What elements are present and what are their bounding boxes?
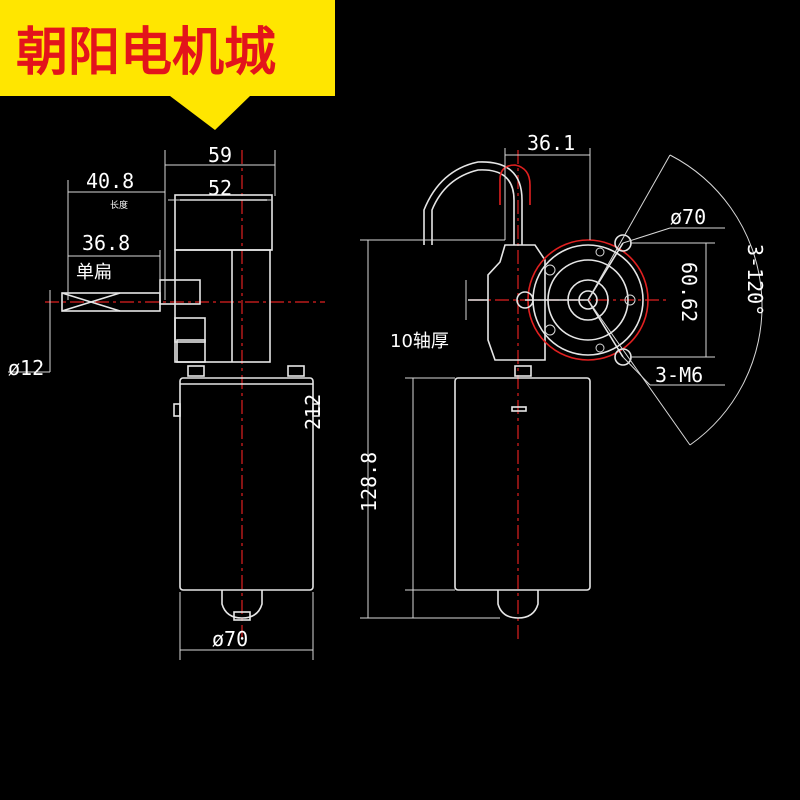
- side-view: 59 52 40.8 长度 36.8 单扁 ø12 ø70: [8, 143, 325, 660]
- brand-banner: 朝阳电机城: [0, 0, 335, 130]
- front-dim-60-62: 60.62: [677, 262, 701, 322]
- shaft-thickness-label: 10轴厚: [390, 331, 449, 352]
- side-dim-59: 59: [208, 143, 232, 167]
- brand-title: 朝阳电机城: [16, 23, 276, 83]
- front-dim-36-1: 36.1: [527, 131, 575, 155]
- front-view: 36.1 3-120° ø70 60.62 3-M6 10轴厚 212 128.…: [301, 131, 767, 640]
- single-flat-label: 单扁: [76, 262, 112, 283]
- front-dim-212: 212: [301, 394, 325, 430]
- side-dim-phi70: ø70: [212, 627, 248, 651]
- front-dim-128-8: 128.8: [357, 452, 381, 512]
- front-dim-phi70: ø70: [670, 205, 706, 229]
- side-dim-52: 52: [208, 176, 232, 200]
- length-label: 长度: [110, 199, 128, 211]
- front-dim-3-120: 3-120°: [743, 244, 767, 316]
- side-dim-36-8: 36.8: [82, 231, 130, 255]
- front-dim-3-m6: 3-M6: [655, 363, 703, 387]
- side-dim-phi12: ø12: [8, 356, 44, 380]
- banner-shape: [0, 0, 335, 130]
- side-dim-40-8: 40.8: [86, 169, 134, 193]
